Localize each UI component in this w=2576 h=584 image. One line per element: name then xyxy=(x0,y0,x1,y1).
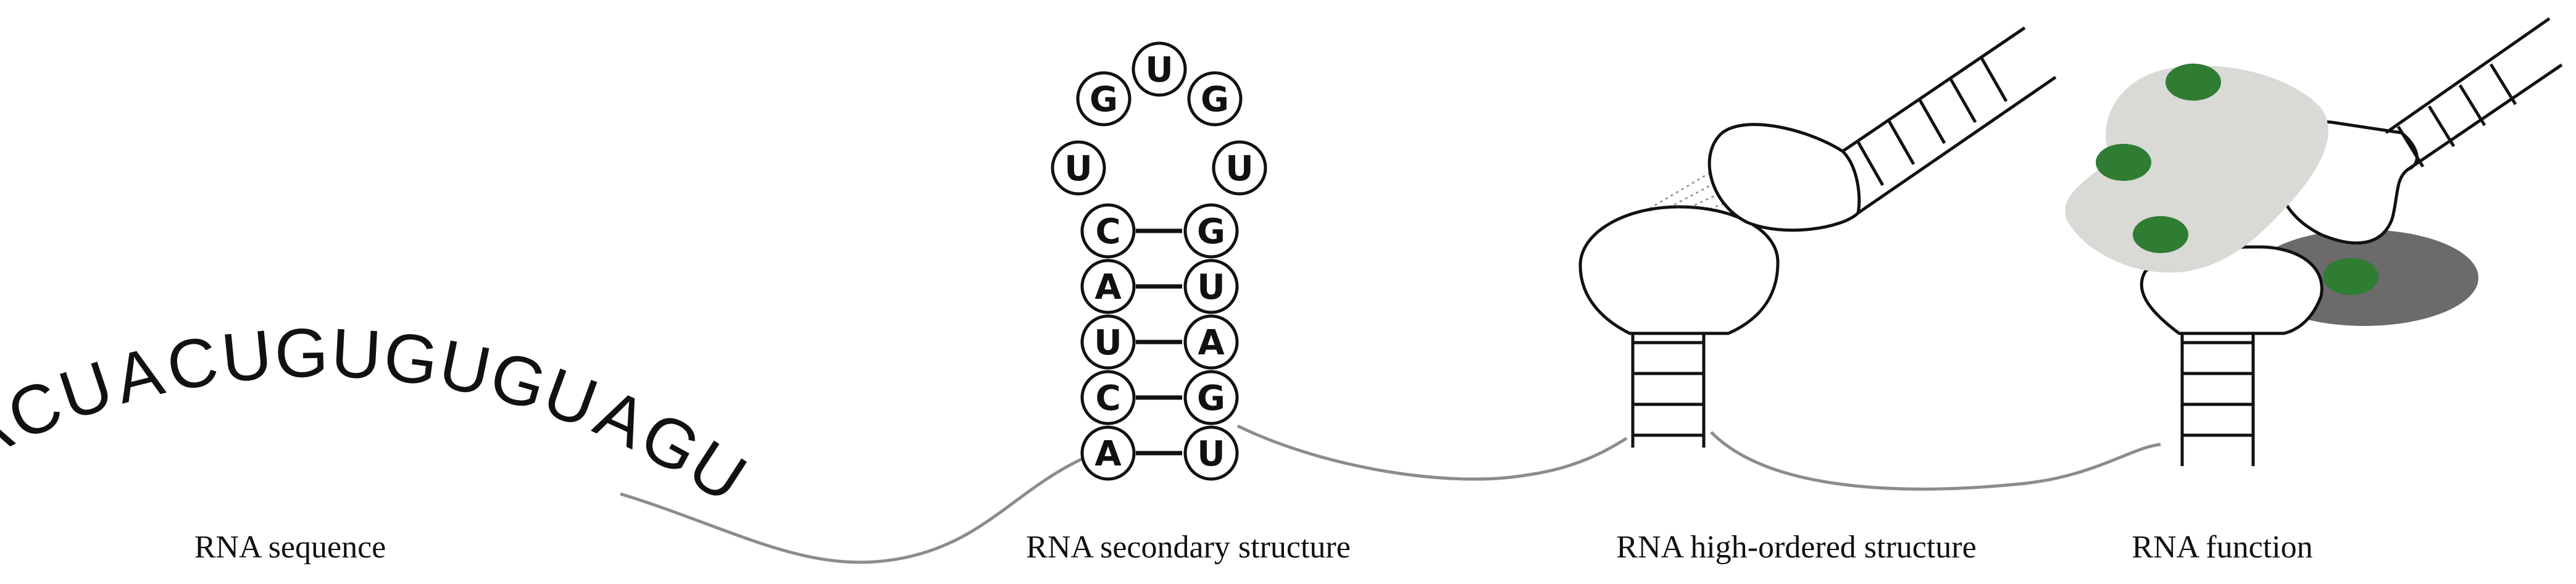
binding-site xyxy=(2096,144,2151,181)
svg-text:U: U xyxy=(1225,149,1253,189)
caption-rna-sequence: RNA sequence xyxy=(194,530,386,565)
nucleotide: A xyxy=(1080,425,1136,481)
nucleotide: A xyxy=(1183,314,1239,370)
svg-text:U: U xyxy=(1197,434,1225,474)
svg-text:A: A xyxy=(1094,267,1122,307)
linker-2 xyxy=(1236,424,1628,481)
rna-function xyxy=(2065,17,2563,466)
sequence-letter: G xyxy=(273,314,329,392)
svg-text:A: A xyxy=(1198,323,1225,363)
nucleotide: U xyxy=(1183,425,1239,481)
binding-site xyxy=(2133,216,2188,253)
svg-text:G: G xyxy=(1197,212,1225,252)
svg-text:U: U xyxy=(1145,50,1173,90)
binding-site xyxy=(2323,258,2378,295)
protein-light xyxy=(2065,65,2328,273)
nucleotide: A xyxy=(1080,259,1136,314)
hairpin-loop-lower xyxy=(1578,205,1780,335)
svg-text:G: G xyxy=(1197,378,1225,419)
svg-text:G: G xyxy=(1201,80,1229,120)
nucleotide: U xyxy=(1212,140,1267,196)
svg-text:U: U xyxy=(1064,149,1092,189)
nucleotide: C xyxy=(1080,203,1136,259)
sequence-letter: U xyxy=(218,315,275,397)
nucleotide: U xyxy=(1183,259,1239,314)
svg-text:G: G xyxy=(1090,80,1118,120)
svg-text:A: A xyxy=(1094,434,1122,474)
nucleotide: C xyxy=(1080,370,1136,425)
caption-rna-secondary-structure: RNA secondary structure xyxy=(1026,530,1351,565)
binding-site xyxy=(2165,64,2221,101)
rna-high-ordered-structure xyxy=(1578,26,2057,448)
sequence-letter: C xyxy=(161,322,223,406)
caption-rna-high-ordered-structure: RNA high-ordered structure xyxy=(1616,530,1976,565)
linker-3 xyxy=(1710,431,2161,491)
nucleotide: G xyxy=(1076,71,1132,127)
nucleotide: U xyxy=(1132,41,1187,97)
nucleotide: G xyxy=(1183,370,1239,425)
sequence-letter: U xyxy=(330,314,383,394)
nucleotide: G xyxy=(1187,71,1243,127)
svg-text:U: U xyxy=(1197,267,1225,307)
caption-rna-function: RNA function xyxy=(2132,530,2312,565)
hairpin-loop-upper xyxy=(1707,123,1861,232)
linker-1 xyxy=(620,455,1088,564)
svg-text:U: U xyxy=(1094,323,1122,363)
svg-text:C: C xyxy=(1095,212,1120,252)
nucleotide: G xyxy=(1183,203,1239,259)
sequence-letter: G xyxy=(380,317,443,401)
svg-text:C: C xyxy=(1095,378,1120,419)
nucleotide: U xyxy=(1051,140,1106,196)
nucleotide: U xyxy=(1080,314,1136,370)
rna-hairpin: C U G U G U G A xyxy=(1051,41,1267,481)
